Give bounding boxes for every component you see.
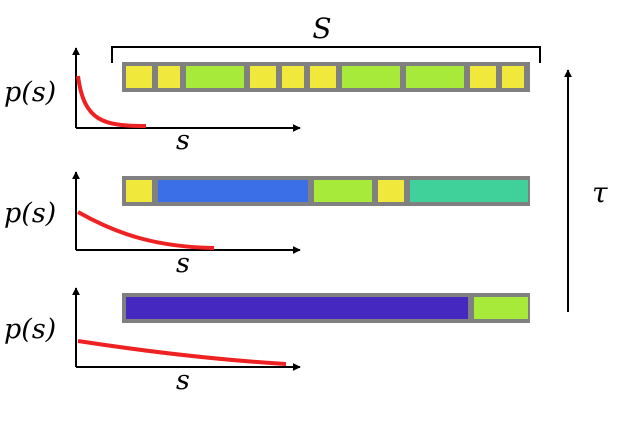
bar-segment-yellow — [250, 66, 276, 88]
size-axis-label: s — [176, 125, 190, 156]
bar-segment-teal — [410, 180, 528, 202]
distribution-label: p(s) — [4, 77, 56, 108]
segment-bar-bottom — [122, 293, 530, 323]
bar-segment-lime — [474, 297, 528, 319]
distribution-label: p(s) — [4, 198, 56, 229]
bar-segment-lime — [342, 66, 400, 88]
bar-segment-lime — [314, 180, 372, 202]
segment-bar-top — [122, 62, 530, 92]
distribution-curve — [77, 339, 287, 366]
bar-segment-indigo — [126, 297, 468, 319]
size-axis-label: s — [176, 365, 190, 396]
distribution-plot-top: p(s) s — [4, 47, 301, 156]
distribution-curve — [76, 75, 147, 128]
bar-segment-yellow — [310, 66, 336, 88]
time-label: τ — [592, 176, 608, 209]
size-axis-label: s — [176, 248, 190, 279]
bar-segment-blue — [158, 180, 308, 202]
segment-bar-middle — [122, 176, 530, 206]
bar-segment-lime — [406, 66, 464, 88]
total-size-label: S — [312, 12, 331, 45]
distribution-plot-middle: p(s) s — [4, 171, 301, 279]
bar-segment-yellow — [126, 66, 152, 88]
distribution-curve — [77, 210, 215, 250]
bar-segment-yellow — [502, 66, 524, 88]
distribution-label: p(s) — [4, 314, 56, 345]
bar-segment-yellow — [378, 180, 404, 202]
total-size-bracket — [111, 46, 541, 63]
distribution-plot-bottom: p(s) s — [4, 287, 301, 396]
bar-segment-yellow — [282, 66, 304, 88]
bar-segment-yellow — [470, 66, 496, 88]
bar-segment-lime — [186, 66, 244, 88]
bar-segment-yellow — [126, 180, 152, 202]
bar-segment-yellow — [158, 66, 180, 88]
